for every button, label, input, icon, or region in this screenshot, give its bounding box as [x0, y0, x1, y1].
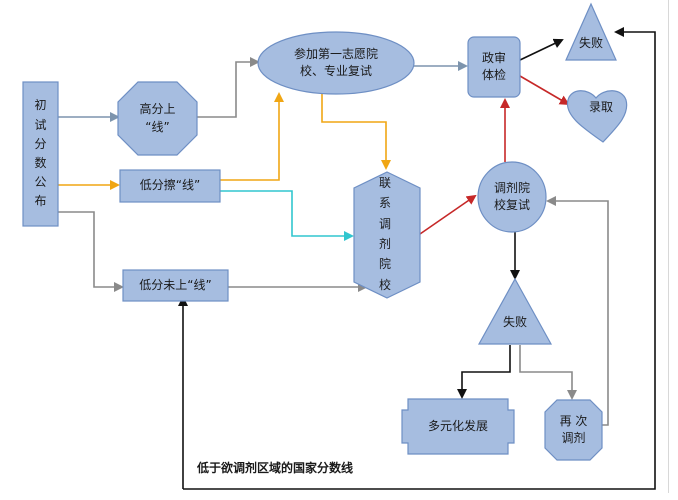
node-contact-transfer [353, 171, 421, 299]
arrow-borderline-to-first-choice [220, 92, 284, 181]
arrow-borderline-to-contact [220, 190, 354, 241]
arrow-initial-to-below [58, 211, 124, 292]
node-transfer-retest [477, 161, 547, 233]
node-low-borderline [119, 169, 221, 203]
label-retransfer: 再 次 调剂 [559, 413, 588, 445]
arrow-contact-to-transfer-retest [419, 194, 477, 235]
label-high-score: 高分上 “线” [139, 102, 176, 134]
node-fail-top [565, 2, 617, 61]
node-low-below-line [122, 269, 229, 302]
label-political-check: 政审 体检 [481, 50, 506, 82]
char: 初试分数公布 [34, 98, 47, 209]
node-political-check [467, 36, 521, 98]
arrow-retransfer-to-transfer-retest [546, 196, 609, 426]
label-admitted: 录取 [588, 100, 613, 115]
label-fail-top: 失败 [578, 36, 603, 51]
arrow-political-to-admitted [519, 75, 570, 106]
label-contact-transfer: 联系调剂院校 [362, 176, 412, 292]
node-high-score [117, 81, 198, 156]
arrow-political-to-fail [519, 38, 564, 61]
label-fail-mid: 失败 [502, 315, 527, 330]
node-initial-score-release [22, 81, 59, 227]
label-low-borderline: 低分擦“线” [139, 178, 201, 193]
node-retransfer [544, 399, 603, 461]
loop-caption: 低于欲调剂区域的国家分数线 [197, 461, 354, 475]
label-first-choice-retest: 参加第一志愿院 校、专业复试 [293, 46, 378, 78]
diagram-frame [9, 0, 669, 493]
line-loop-bottom [183, 27, 656, 490]
arrow-high-to-first-choice [197, 57, 260, 118]
node-first-choice-retest [257, 31, 415, 95]
arrow-fail-to-diversified [457, 345, 511, 399]
label-initial-score-release: 初试分数公布 [23, 82, 58, 226]
arrow-first-choice-to-contact [321, 93, 391, 170]
node-fail-mid [477, 277, 553, 345]
node-admitted [566, 90, 628, 143]
label-low-below-line: 低分未上“线” [139, 277, 212, 292]
contact-transfer-text: 联系调剂院校 [378, 175, 395, 292]
label-transfer-retest: 调剂院 校复试 [493, 180, 530, 212]
label-diversified: 多元化发展 [427, 419, 488, 434]
node-diversified [401, 398, 515, 455]
arrow-fail-to-retransfer [519, 345, 577, 400]
